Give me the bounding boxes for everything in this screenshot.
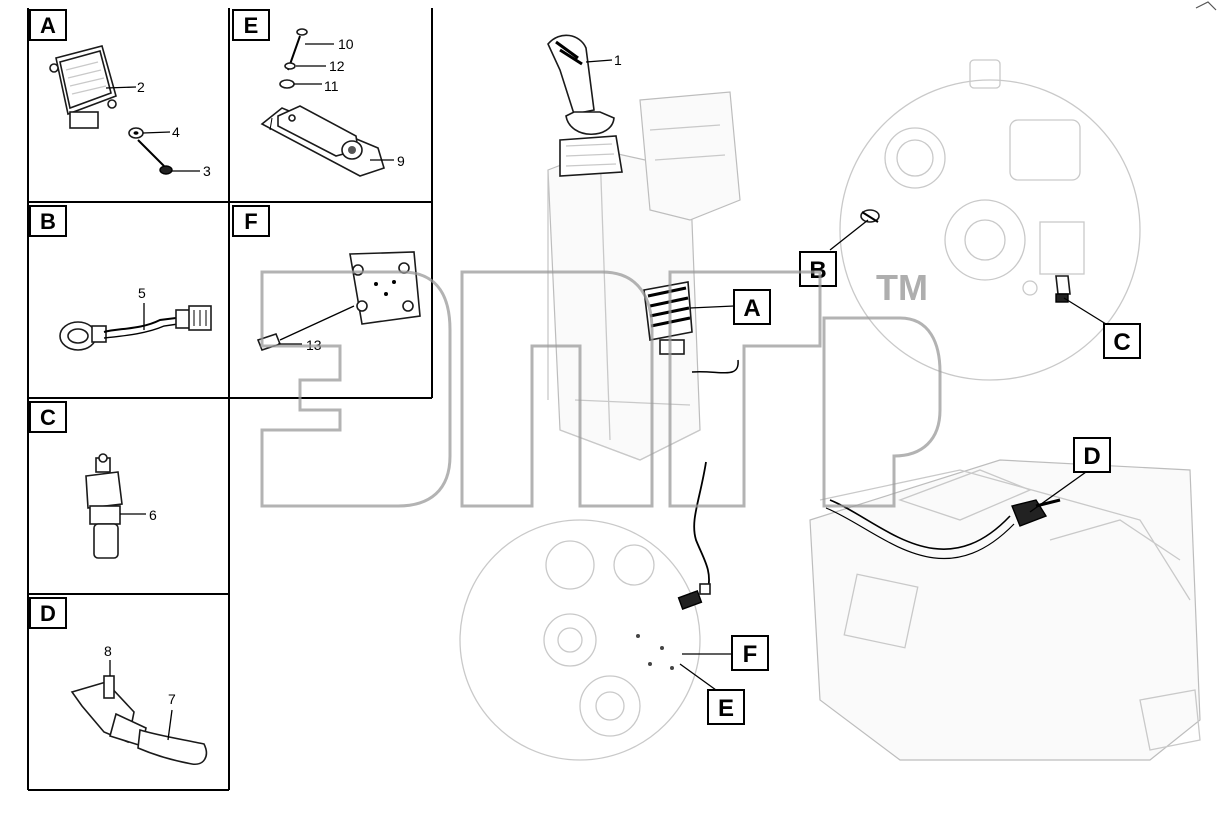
joystick-assembly — [547, 34, 623, 177]
item-number-5: 5 — [138, 285, 146, 301]
wiring-harness — [677, 461, 711, 610]
pressure-switch-icon — [860, 209, 880, 223]
callout-a: A — [689, 289, 771, 325]
callout-d: D — [1029, 437, 1111, 513]
panel-e: E 10 12 11 9 — [232, 9, 405, 177]
panel-f-label: F — [244, 209, 257, 234]
callout-d-label: D — [1083, 443, 1100, 470]
item-number-11: 11 — [324, 78, 339, 94]
watermark-logo: TM — [260, 267, 942, 508]
item-number-12: 12 — [329, 58, 345, 74]
item-number-1: 1 — [614, 52, 622, 68]
cab-joystick-icon — [825, 469, 1061, 560]
screw-icon — [137, 139, 173, 175]
item-number-7: 7 — [168, 691, 176, 707]
washer-icon — [128, 127, 144, 139]
main-assembly-view — [459, 59, 1201, 761]
sensor-harness-icon — [59, 305, 212, 351]
detail-panels-grid — [27, 8, 433, 791]
panel-e-label: E — [244, 13, 259, 38]
callout-f: F — [682, 635, 769, 671]
item-number-9: 9 — [397, 153, 405, 169]
item-number-3: 3 — [203, 163, 211, 179]
temperature-sensor-mounted-icon — [1055, 275, 1071, 303]
valve-block-icon — [260, 105, 385, 177]
item-number-2: 2 — [137, 79, 145, 95]
callout-e: E — [679, 663, 745, 725]
item-number-6: 6 — [149, 507, 157, 523]
callout-c-label: C — [1113, 329, 1130, 356]
joystick-handle-icon — [70, 675, 208, 766]
mounting-bracket-icon — [349, 251, 421, 325]
item-number-10: 10 — [338, 36, 354, 52]
panel-d: D 8 7 — [29, 597, 208, 766]
panel-c-label: C — [40, 405, 56, 430]
item-number-4: 4 — [172, 124, 180, 140]
callout-b: B — [799, 219, 869, 287]
callout-c: C — [1063, 297, 1141, 359]
watermark-tm: TM — [876, 267, 928, 308]
panel-a: A 2 4 3 — [29, 9, 211, 179]
callout-e-label: E — [718, 695, 734, 722]
flat-washer-icon — [279, 79, 295, 89]
temperature-sensor-icon — [85, 453, 123, 559]
callout-f-label: F — [743, 641, 758, 668]
panel-b-label: B — [40, 209, 56, 234]
panel-b: B 5 — [29, 205, 212, 351]
item-number-8: 8 — [104, 643, 112, 659]
panel-d-label: D — [40, 601, 56, 626]
callout-a-label: A — [743, 295, 760, 322]
spring-washer-icon — [284, 62, 296, 70]
panel-a-label: A — [40, 13, 56, 38]
panel-c: C 6 — [29, 401, 157, 559]
control-unit-icon — [49, 45, 117, 129]
corner-mark-icon — [1195, 1, 1217, 11]
